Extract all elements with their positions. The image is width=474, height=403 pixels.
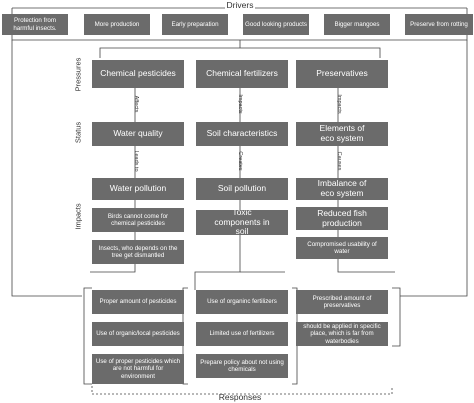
link-label-creates: Creates [237, 151, 243, 171]
pressure-box-2: Chemical fertilizers [196, 60, 288, 88]
status-box-2: Soil characteristics [196, 122, 288, 146]
driver-box-6: Preserve from rotting [405, 14, 473, 35]
pressure-box-1: Chemical pesticides [92, 60, 184, 88]
section-label-pressures: Pressures [73, 57, 83, 92]
impact-box-soil-pollution: Soil pollution [196, 178, 288, 200]
response-box-proper-pesticides: Use of proper pesticides which are not h… [92, 354, 184, 384]
response-box-organic-pesticides: Use of organic/local pesticides [92, 322, 184, 346]
status-box-1: Water quality [92, 122, 184, 146]
link-label-leads-to: Leads to [133, 150, 139, 172]
impact-box-fish: Reduced fish production [296, 207, 388, 230]
link-label-impacts-2: Impacts [336, 94, 342, 114]
impact-box-water-pollution: Water pollution [92, 178, 184, 200]
link-label-impacts-1: Impacts [237, 94, 243, 114]
response-box-organic-fertilizers: Use of organinc fertilizers [196, 290, 288, 314]
section-label-impacts: Impacts [73, 203, 83, 230]
link-label-causes: Causes [336, 151, 342, 171]
response-box-policy: Prepare policy about not using chemicals [196, 354, 288, 378]
impact-box-birds: Birds cannot come for chemical pesticide… [92, 208, 184, 232]
response-box-pesticide-amount: Proper amount of pesticides [92, 290, 184, 314]
response-box-limited-fertilizers: Limited use of fertilizers [196, 322, 288, 346]
responses-title: Responses [218, 392, 262, 402]
driver-box-2: More production [84, 14, 150, 35]
drivers-title: Drivers [226, 0, 254, 10]
pressure-box-3: Preservatives [296, 60, 388, 88]
impact-box-toxic: Toxic components in soil [196, 207, 288, 236]
status-box-3: Elements of eco system [296, 122, 388, 146]
driver-box-3: Early preparation [162, 14, 228, 35]
section-label-status: Status [73, 121, 83, 144]
driver-box-1: Protection from harmful insects. [2, 14, 68, 35]
impact-box-imbalance: Imbalance of eco system [296, 178, 388, 200]
driver-box-4: Good looking products [243, 14, 309, 35]
link-label-affects: Affects [133, 95, 139, 113]
driver-box-5: Bigger mangoes [324, 14, 390, 35]
impact-box-water-usability: Compromised usability of water [296, 237, 388, 259]
impact-box-insects: Insects, who depends on the tree get dis… [92, 240, 184, 264]
response-box-preservative-amount: Prescribed amount of preservatives [296, 290, 388, 314]
response-box-specific-place: should be applied in specific place, whi… [296, 322, 388, 346]
